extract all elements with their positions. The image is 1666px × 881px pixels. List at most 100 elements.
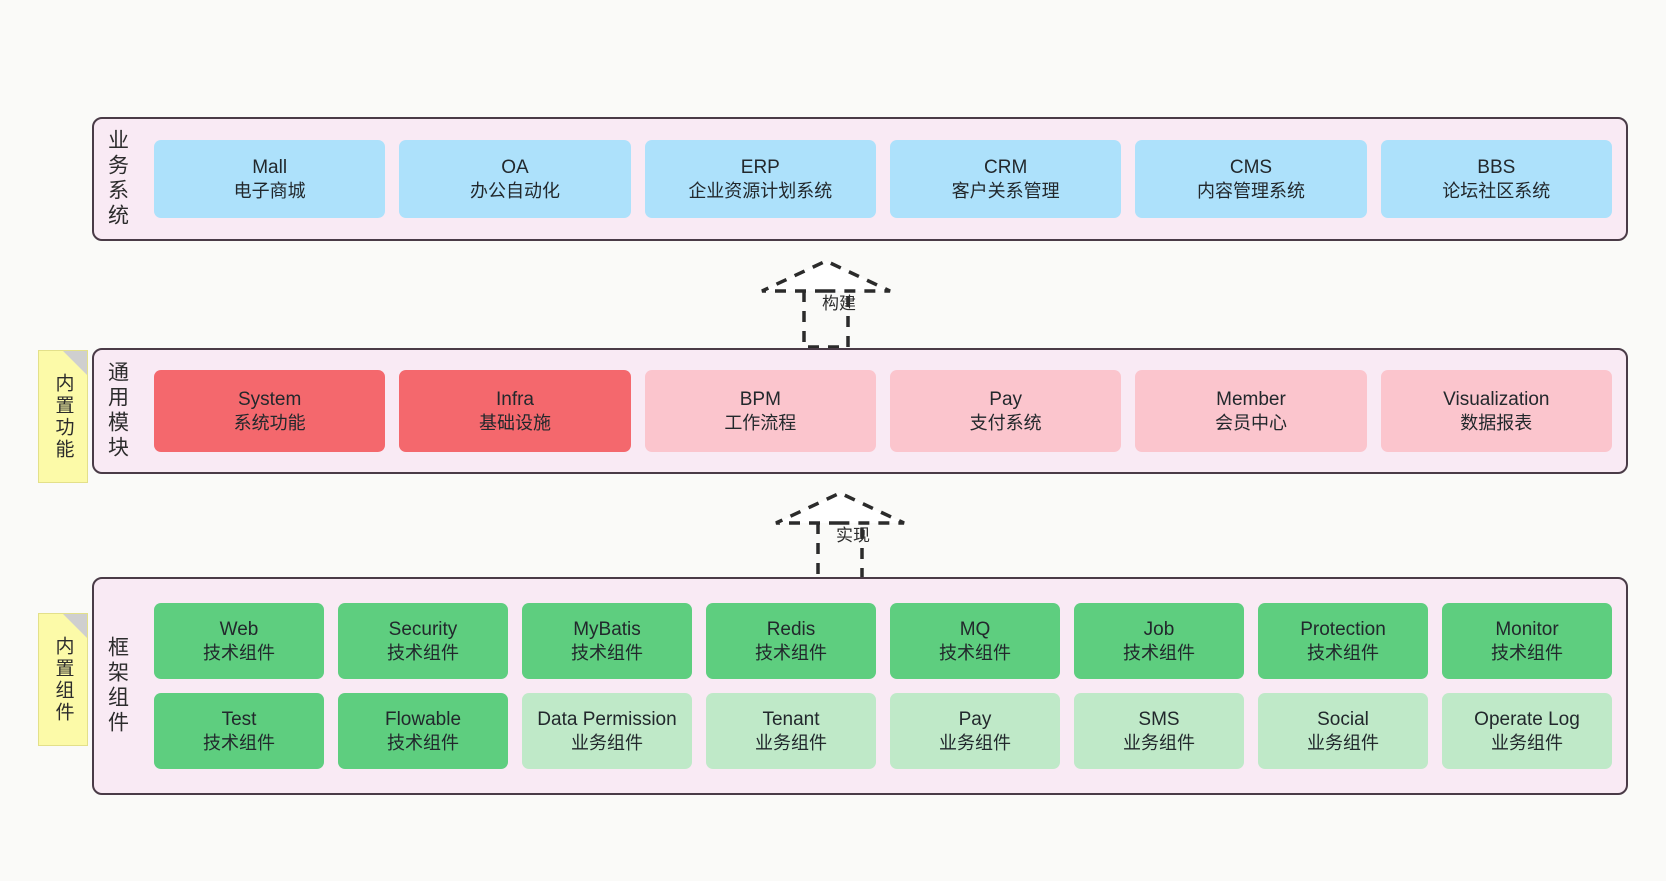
component-card-web[interactable]: Web 技术组件 [154,603,324,679]
component-card-test[interactable]: Test 技术组件 [154,693,324,769]
card-title: BPM [739,389,781,411]
card-title: MQ [959,619,991,641]
module-card-bbs[interactable]: BBS 论坛社区系统 [1380,140,1612,218]
module-card-member[interactable]: Member 会员中心 [1135,370,1367,452]
card-title: CMS [1229,157,1273,179]
card-subtitle: 系统功能 [233,412,306,433]
connector-build-label: 构建 [822,294,856,313]
card-subtitle: 业务组件 [755,732,827,753]
layer-label-common-modules: 通用模块 [105,361,129,461]
card-title: OA [501,157,529,179]
card-subtitle: 业务组件 [939,732,1011,753]
card-subtitle: 基础设施 [478,412,551,433]
card-subtitle: 工作流程 [724,412,797,433]
card-subtitle: 客户关系管理 [951,180,1060,201]
component-card-mybatis[interactable]: MyBatis 技术组件 [522,603,692,679]
card-title: Security [388,619,458,641]
card-subtitle: 会员中心 [1214,412,1287,433]
card-subtitle: 电子商城 [233,180,306,201]
layer-body-framework-components: Web 技术组件 Security 技术组件 MyBatis 技术组件 Redi… [140,579,1626,793]
card-subtitle: 数据报表 [1460,412,1533,433]
layer-business-systems: 业务系统 Mall 电子商城 OA 办公自动化 ERP 企业资源计划系统 CRM… [92,117,1628,241]
module-card-cms[interactable]: CMS 内容管理系统 [1135,140,1367,218]
card-title: MyBatis [573,619,641,641]
card-row: Mall 电子商城 OA 办公自动化 ERP 企业资源计划系统 CRM 客户关系… [154,140,1612,218]
component-card-tenant[interactable]: Tenant 业务组件 [706,693,876,769]
component-card-flowable[interactable]: Flowable 技术组件 [338,693,508,769]
card-row: System 系统功能 Infra 基础设施 BPM 工作流程 Pay 支付系统… [154,370,1612,452]
sticky-note-label: 内置组件 [52,635,74,724]
card-title: Protection [1300,619,1386,641]
layer-label-business-systems: 业务系统 [105,129,129,229]
component-card-operate-log[interactable]: Operate Log 业务组件 [1442,693,1612,769]
module-card-mall[interactable]: Mall 电子商城 [154,140,386,218]
card-row: Web 技术组件 Security 技术组件 MyBatis 技术组件 Redi… [154,603,1612,679]
connector-build-arrow [761,259,891,349]
module-card-crm[interactable]: CRM 客户关系管理 [889,140,1122,218]
card-subtitle: 技术组件 [1307,642,1379,663]
sticky-note-builtin-features: 内置功能 [38,350,88,483]
card-subtitle: 技术组件 [387,732,459,753]
layer-body-business-systems: Mall 电子商城 OA 办公自动化 ERP 企业资源计划系统 CRM 客户关系… [140,119,1626,239]
card-subtitle: 企业资源计划系统 [688,180,833,201]
card-subtitle: 业务组件 [1491,732,1563,753]
card-title: Visualization [1443,389,1550,411]
card-title: Member [1216,389,1286,411]
card-subtitle: 技术组件 [571,642,643,663]
sticky-fold-icon [63,351,87,375]
card-subtitle: 技术组件 [1491,642,1563,663]
module-card-system[interactable]: System 系统功能 [154,370,386,452]
component-card-job[interactable]: Job 技术组件 [1074,603,1244,679]
component-card-mq[interactable]: MQ 技术组件 [890,603,1060,679]
card-title: System [237,389,302,411]
card-title: Operate Log [1474,709,1580,731]
module-card-bpm[interactable]: BPM 工作流程 [644,370,876,452]
card-title: Pay [989,389,1023,411]
card-subtitle: 技术组件 [203,732,275,753]
module-card-visualization[interactable]: Visualization 数据报表 [1380,370,1612,452]
card-title: CRM [984,157,1028,179]
card-title: Infra [495,389,534,411]
card-title: Redis [766,619,816,641]
card-title: Flowable [384,709,462,731]
component-card-protection[interactable]: Protection 技术组件 [1258,603,1428,679]
sticky-note-builtin-components: 内置组件 [38,613,88,746]
card-title: Tenant [762,709,820,731]
card-title: Social [1317,709,1369,731]
card-title: Monitor [1495,619,1559,641]
module-card-infra[interactable]: Infra 基础设施 [399,370,631,452]
card-row: Test 技术组件 Flowable 技术组件 Data Permission … [154,693,1612,769]
component-card-sms[interactable]: SMS 业务组件 [1074,693,1244,769]
sticky-fold-icon [63,614,87,638]
connector-implement-label: 实现 [836,526,870,545]
connector-implement-arrow [775,491,905,581]
card-title: SMS [1138,709,1180,731]
card-subtitle: 技术组件 [939,642,1011,663]
component-card-data-permission[interactable]: Data Permission 业务组件 [522,693,692,769]
component-card-pay[interactable]: Pay 业务组件 [890,693,1060,769]
card-title: Test [221,709,257,731]
connector-build: 构建 [752,258,912,350]
component-card-security[interactable]: Security 技术组件 [338,603,508,679]
component-card-monitor[interactable]: Monitor 技术组件 [1442,603,1612,679]
layer-framework-components: 框架组件 Web 技术组件 Security 技术组件 MyBatis 技术组件… [92,577,1628,795]
component-card-redis[interactable]: Redis 技术组件 [706,603,876,679]
module-card-pay[interactable]: Pay 支付系统 [889,370,1122,452]
module-card-erp[interactable]: ERP 企业资源计划系统 [644,140,876,218]
component-card-social[interactable]: Social 业务组件 [1258,693,1428,769]
module-card-oa[interactable]: OA 办公自动化 [399,140,631,218]
card-title: ERP [740,157,780,179]
sticky-note-label: 内置功能 [52,372,74,461]
card-subtitle: 技术组件 [203,642,275,663]
card-title: Pay [958,709,992,731]
card-subtitle: 内容管理系统 [1196,180,1305,201]
card-subtitle: 支付系统 [969,412,1042,433]
card-subtitle: 业务组件 [1307,732,1379,753]
card-subtitle: 办公自动化 [469,180,560,201]
card-title: Job [1143,619,1175,641]
card-subtitle: 业务组件 [571,732,643,753]
card-title: BBS [1477,157,1516,179]
layer-body-common-modules: System 系统功能 Infra 基础设施 BPM 工作流程 Pay 支付系统… [140,350,1626,472]
card-title: Data Permission [537,709,677,731]
